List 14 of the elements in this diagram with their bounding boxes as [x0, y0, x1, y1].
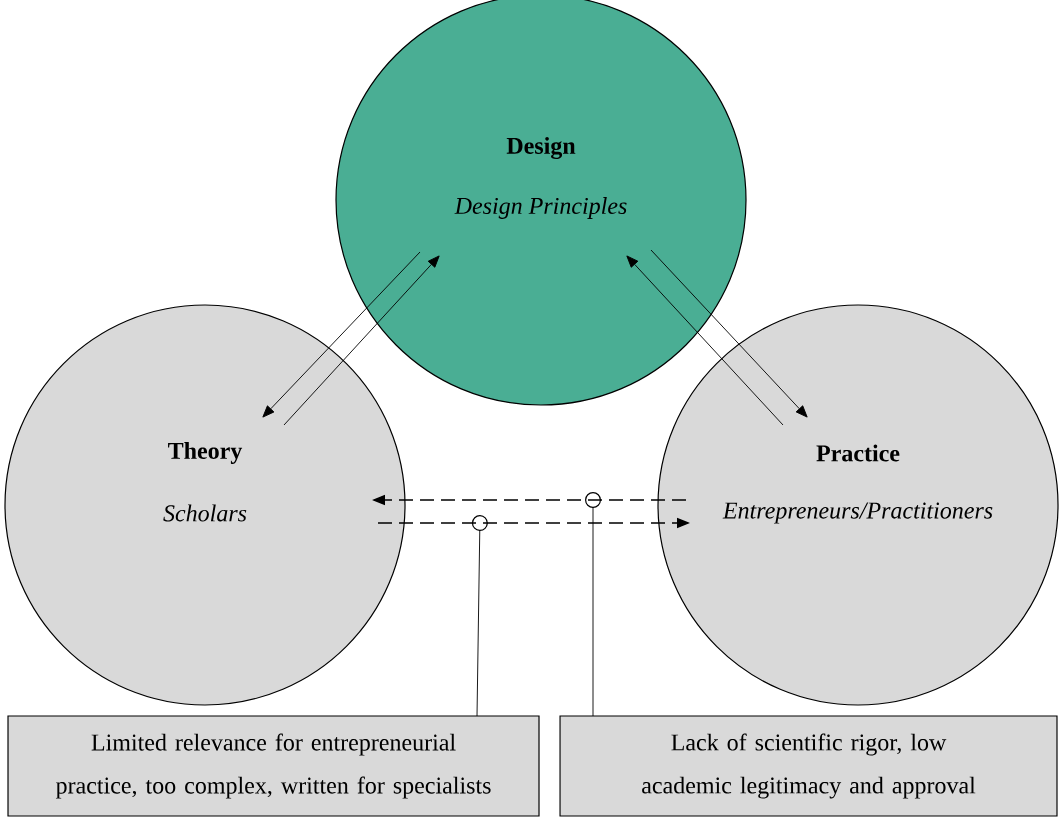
node-subtitle: Entrepreneurs/Practitioners — [722, 502, 993, 524]
node-title: Practice — [816, 444, 900, 462]
note-box: Lack of scientific rigor, low academic legitimacy and approval — [559, 715, 1058, 817]
node-subtitle: Design Principles — [454, 197, 627, 219]
note-box: Limited relevance for entrepreneurial practice, too complex, written for specialists — [7, 715, 540, 817]
arrow — [262, 251, 421, 418]
node-title: Theory — [168, 442, 243, 464]
arrow — [626, 255, 784, 426]
node-subtitle: Scholars — [163, 504, 247, 522]
arrow — [650, 249, 808, 418]
leader-line — [585, 492, 601, 717]
leader-line — [471, 515, 488, 717]
node-title: Design — [506, 137, 576, 159]
arrow — [283, 255, 440, 426]
